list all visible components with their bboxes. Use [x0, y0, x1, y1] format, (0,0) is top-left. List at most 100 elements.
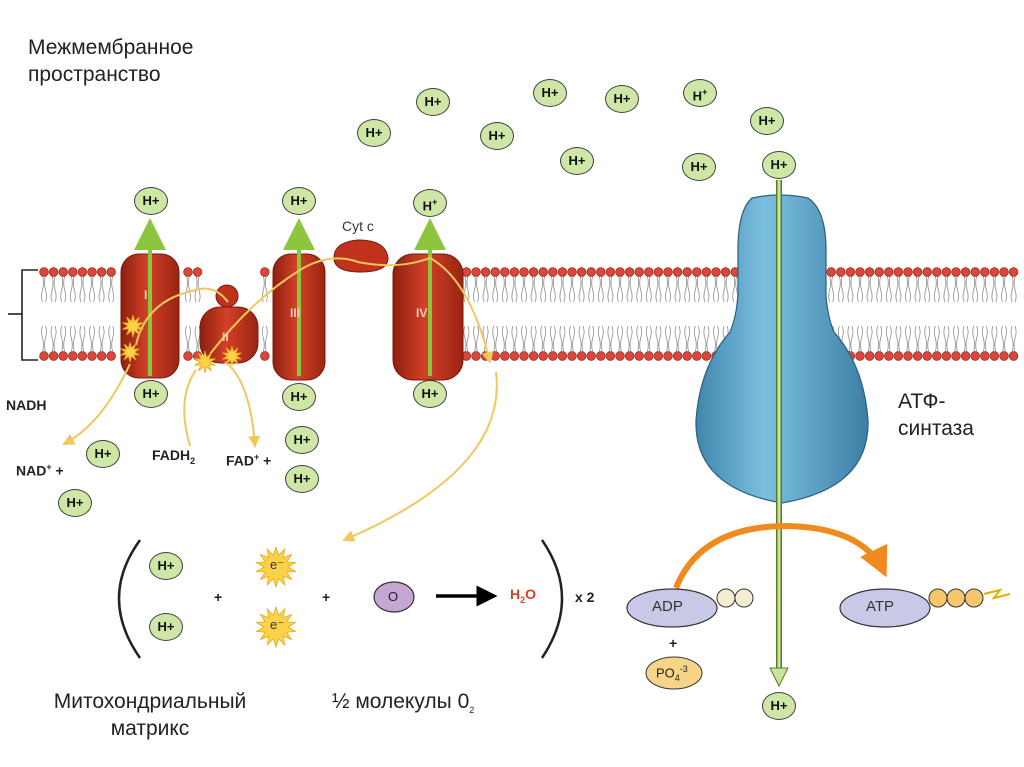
lipid-head	[490, 351, 500, 361]
lipid-head	[192, 267, 203, 277]
lipid-head	[634, 267, 644, 277]
lipid-head	[903, 351, 913, 361]
electron-burst	[255, 545, 297, 589]
proton: H+	[357, 119, 391, 147]
times-two-label: x 2	[575, 589, 595, 605]
atp-molecule-shape	[839, 588, 1011, 628]
phosphate-label: PO4-3	[656, 664, 688, 683]
lipid-head	[884, 351, 894, 361]
lipid-head	[58, 351, 68, 361]
proton: H+	[683, 79, 717, 107]
lipid-head	[480, 267, 491, 277]
electron-path	[62, 256, 498, 542]
lipid-head	[989, 351, 1000, 361]
lipid-head	[183, 351, 193, 361]
lipid-head	[538, 267, 548, 277]
lipid-head	[509, 351, 520, 361]
lipid-head	[701, 351, 712, 361]
lipid-head	[663, 351, 673, 361]
lipid-head	[557, 267, 568, 277]
lipid-head	[1008, 351, 1019, 361]
lipid-head	[903, 267, 913, 277]
lipid-head	[720, 267, 731, 277]
lipid-head	[960, 267, 971, 277]
lipid-head	[519, 267, 529, 277]
lipid-head	[653, 267, 664, 277]
lipid-head	[39, 267, 49, 277]
proton: H+	[750, 107, 784, 135]
electron-burst	[120, 341, 140, 363]
lipid-head	[682, 267, 692, 277]
lipid-head	[260, 267, 270, 277]
lipid-head	[528, 351, 539, 361]
lipid-head	[596, 267, 606, 277]
lipid-head	[692, 267, 702, 277]
electron-label: e⁻	[270, 557, 285, 572]
lipid-head	[605, 351, 616, 361]
atp-synthase-proton-arrow	[769, 180, 789, 688]
fad-label: FAD+ +	[226, 452, 272, 469]
proton: H+	[134, 380, 168, 408]
lipid-head	[941, 351, 952, 361]
lipid-head	[39, 351, 49, 361]
cyt-c-shape	[333, 239, 389, 273]
lipid-head	[884, 267, 894, 277]
lipid-head	[567, 267, 577, 277]
fadh2-label: FADH2	[152, 447, 196, 466]
complex-3-label: III	[290, 306, 301, 320]
lipid-head	[106, 351, 116, 361]
proton: H+	[134, 187, 168, 215]
lipid-head	[77, 351, 88, 361]
lipid-head	[672, 267, 683, 277]
lipid-head	[951, 351, 961, 361]
lipid-head	[980, 267, 990, 277]
lipid-head	[845, 267, 856, 277]
lipid-head	[260, 351, 270, 361]
nadh-label: NADH	[6, 397, 47, 413]
proton: H+	[282, 383, 316, 411]
lipid-head	[490, 267, 500, 277]
lipid-head	[528, 267, 539, 277]
electron-burst	[122, 314, 144, 338]
lipid-head	[605, 267, 616, 277]
complex-4-label: IV	[416, 306, 428, 320]
lipid-head	[692, 351, 702, 361]
lipid-head	[77, 267, 88, 277]
electron-burst	[194, 350, 216, 374]
lipid-head	[970, 351, 980, 361]
proton: H+	[413, 189, 447, 217]
lipid-head	[864, 351, 875, 361]
lipid-head	[922, 351, 932, 361]
electron-burst	[222, 345, 242, 367]
cyt-c-label: Cyt c	[342, 218, 374, 234]
lipid-head	[1008, 267, 1019, 277]
electron-burst	[255, 605, 297, 649]
lipid-head	[701, 267, 712, 277]
proton: H+	[416, 88, 450, 116]
lipid-head	[624, 351, 635, 361]
proton: H+	[149, 552, 183, 580]
lipid-head	[68, 267, 78, 277]
lipid-head	[183, 267, 193, 277]
lipid-head	[653, 351, 664, 361]
proton: H+	[149, 613, 183, 641]
nad-label: NAD+ +	[16, 462, 64, 479]
adp-molecule-shape	[626, 588, 754, 628]
lipid-head	[538, 351, 548, 361]
proton: H+	[58, 489, 92, 517]
lipid-head	[874, 351, 884, 361]
proton: H+	[682, 153, 716, 181]
reaction-brackets	[117, 539, 564, 659]
lipid-head	[615, 267, 625, 277]
proton: H+	[282, 187, 316, 215]
lipid-head	[999, 267, 1009, 277]
intermembrane-space-label: Межмембранное пространство	[28, 36, 194, 86]
electron-bursts	[120, 314, 297, 649]
lipid-head	[96, 267, 107, 277]
lipid-bilayer	[39, 267, 1019, 361]
plus-sign: +	[669, 635, 678, 651]
lipid-head	[912, 267, 923, 277]
complex-1-label: I	[144, 288, 148, 302]
